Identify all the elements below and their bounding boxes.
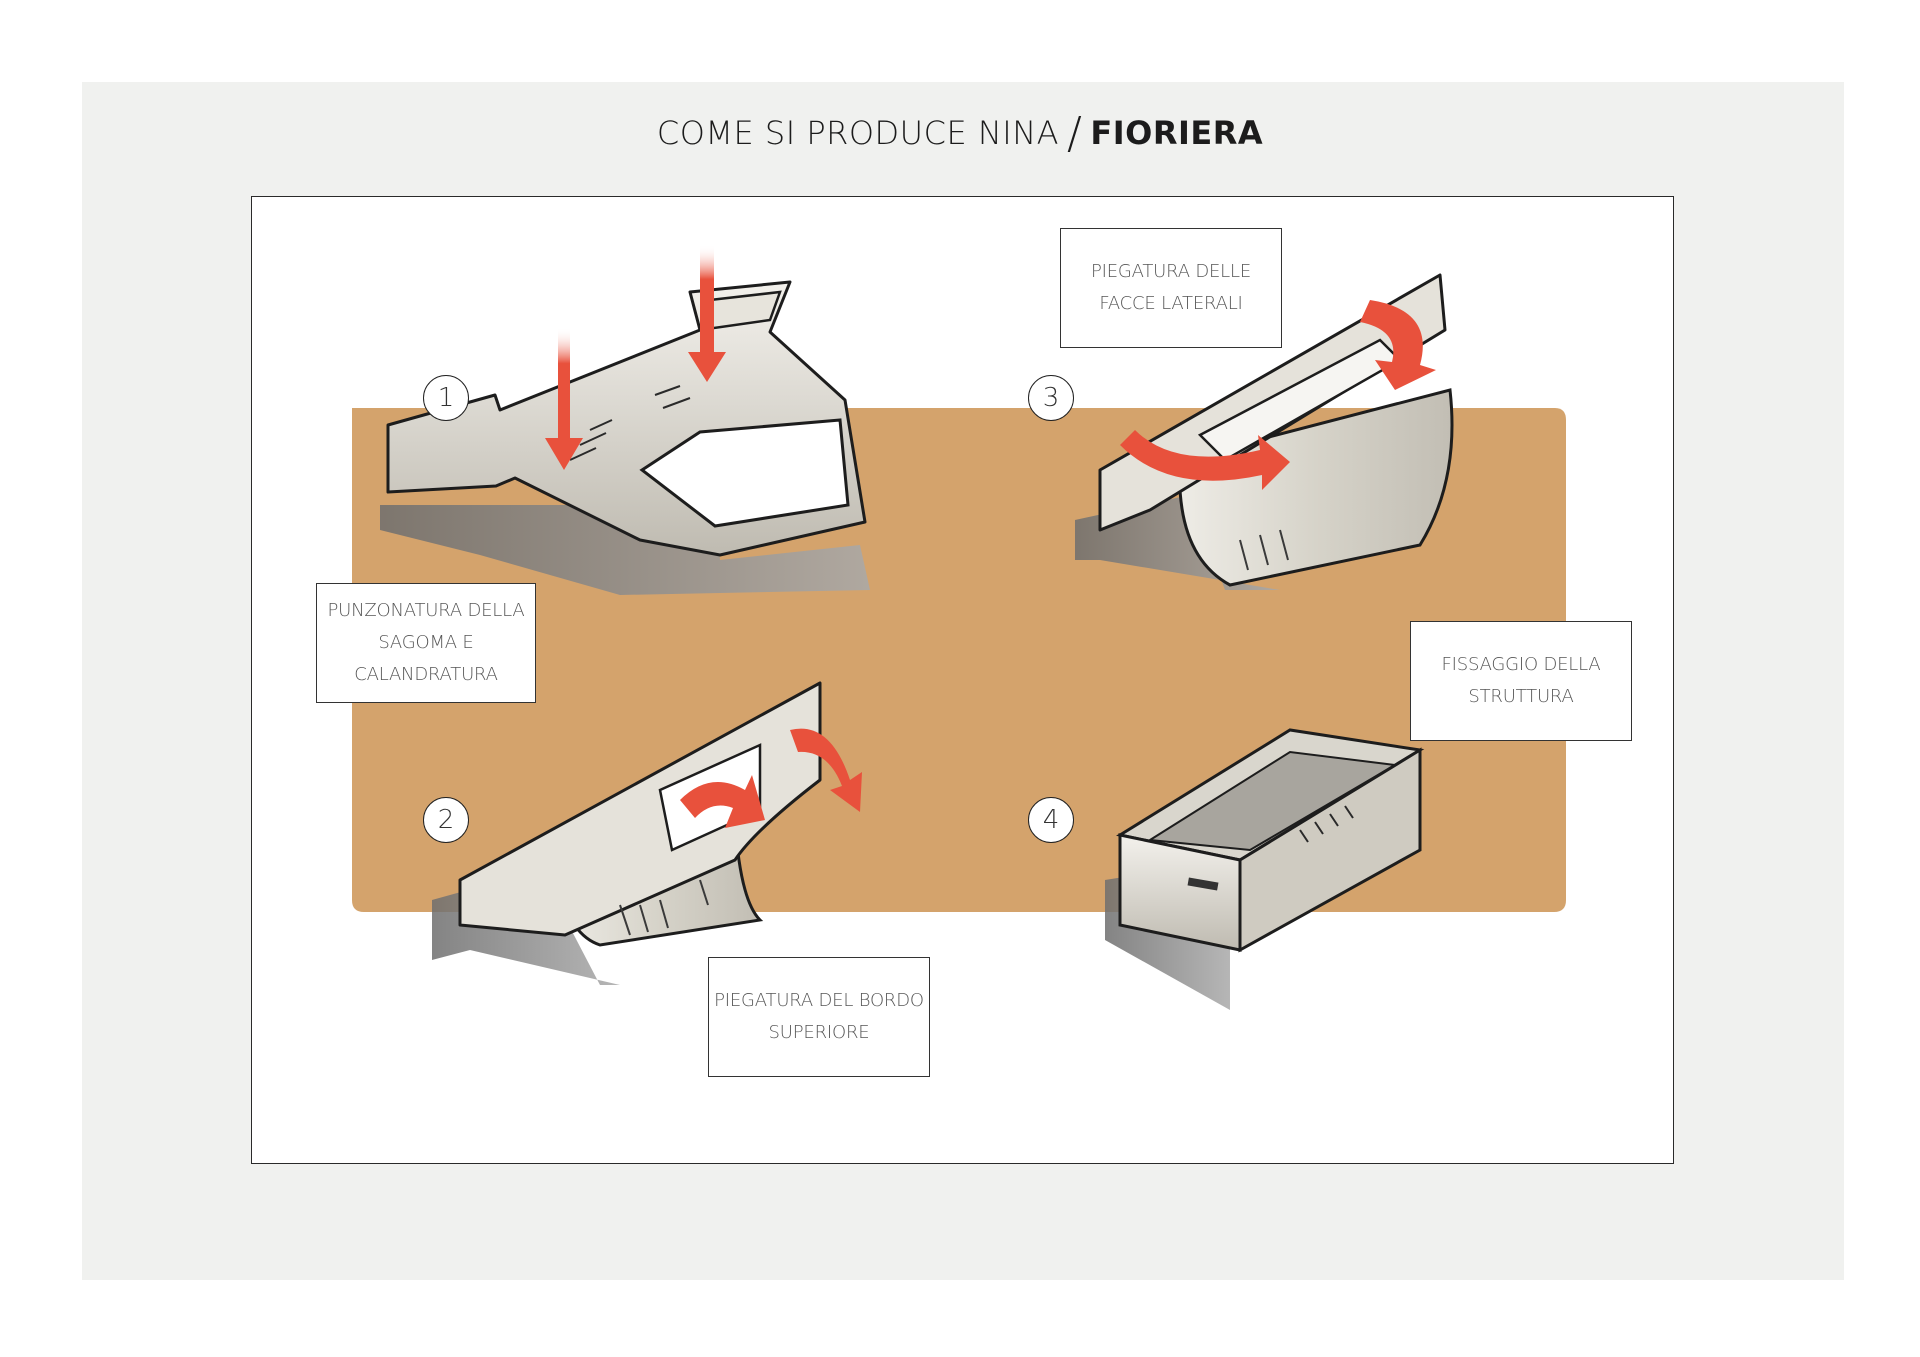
step-4-label: FISSAGGIO DELLA STRUTTURA [1410, 621, 1632, 741]
step-4-drawing [1105, 728, 1425, 1010]
title-separator: / [1067, 108, 1083, 159]
step-2-back-panel [458, 681, 822, 937]
step-3-label: PIEGATURA DELLE FACCE LATERALI [1060, 228, 1282, 348]
step-3-body [1178, 388, 1454, 587]
step-2-drawing [432, 681, 862, 985]
step-3-ribs [1239, 529, 1289, 571]
step-4-number-badge: 4 [1028, 797, 1074, 843]
step-3-number-badge: 3 [1028, 375, 1074, 421]
step-1-arrow-left [545, 328, 583, 470]
step-3-drawing [1075, 273, 1454, 590]
title-prefix: COME SI PRODUCE NINA [656, 114, 1060, 152]
step-1-drawing [380, 245, 870, 595]
step-1-window [639, 418, 850, 528]
step-2-arrow-1 [680, 775, 765, 828]
step-2-label: PIEGATURA DEL BORDO SUPERIORE [708, 957, 930, 1077]
step-4-handle-slot [1187, 877, 1219, 891]
title-highlight: FIORIERA [1090, 114, 1264, 152]
step-1-number-badge: 1 [423, 375, 469, 421]
step-4-ribs [1299, 805, 1354, 843]
step-3-arrow-right [1360, 300, 1436, 390]
step-1-slots [569, 385, 691, 461]
step-4-side [1238, 747, 1422, 953]
step-2-number-badge: 2 [423, 797, 469, 843]
step-1-label: PUNZONATURA DELLA SAGOMA E CALANDRATURA [316, 583, 536, 703]
page-title: COME SI PRODUCE NINA/FIORIERA [0, 108, 1920, 159]
step-3-arrow-left [1120, 430, 1290, 490]
step-1-shadow [380, 505, 870, 595]
step-1-arrow-right [688, 245, 726, 382]
step-2-ribs [619, 879, 709, 936]
step-2-arrow-2 [790, 728, 862, 812]
